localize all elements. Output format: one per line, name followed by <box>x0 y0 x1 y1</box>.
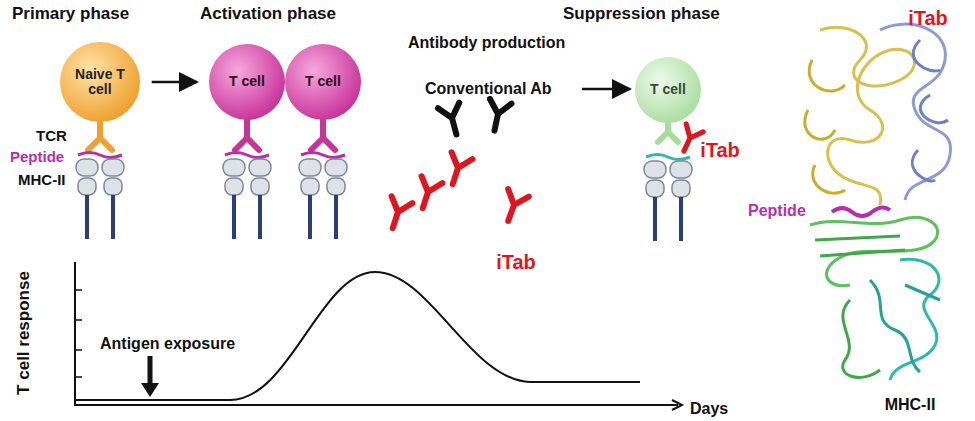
text-label: Antigen exposure <box>100 335 235 353</box>
itab-symbol <box>498 189 529 225</box>
text-label: Conventional Ab <box>425 80 552 98</box>
cell-label: T cell <box>229 74 265 89</box>
mhc-symbol <box>299 159 347 239</box>
text-label: Activation phase <box>200 5 336 24</box>
text-label: iTab <box>496 251 536 273</box>
text-label: Suppression phase <box>563 5 720 24</box>
peptide-line <box>225 153 269 158</box>
itab-symbol <box>412 176 442 211</box>
phase-arrow <box>582 88 630 91</box>
text-label: Peptide <box>748 202 806 220</box>
itab-structure <box>805 24 951 205</box>
text-label: iTab <box>908 7 948 29</box>
mhc-symbol <box>644 161 692 241</box>
itab-symbol <box>675 124 703 155</box>
text-label: Days <box>690 400 728 418</box>
phase-arrow <box>152 81 197 84</box>
tcr-symbol <box>658 122 678 142</box>
text-label: Antibody production <box>408 34 565 52</box>
axis-tick <box>75 290 82 377</box>
mhc-structure <box>810 218 940 380</box>
t-cell-circle: T cell <box>285 44 361 120</box>
tcr-symbol <box>88 118 112 150</box>
cell-label: Naive T cell <box>70 67 130 98</box>
peptide-line <box>301 153 345 158</box>
exposure-arrow <box>148 356 153 385</box>
text-label: MHC-II <box>18 172 66 189</box>
mhc-symbol <box>76 159 124 239</box>
text-label: MHC-II <box>885 396 936 414</box>
peptide-line <box>78 153 122 158</box>
chart-axis <box>75 262 678 405</box>
antibody-symbol <box>484 99 512 133</box>
peptide-line <box>646 155 690 160</box>
response-curve <box>76 272 640 400</box>
tcr-symbol <box>235 118 259 150</box>
mhc-symbol <box>223 159 271 239</box>
peptide-structure <box>832 207 890 216</box>
text-label: T cell response <box>15 271 34 395</box>
t-cell-circle: T cell <box>635 57 701 123</box>
exposure-arrow <box>141 383 159 397</box>
antibody-symbol <box>438 103 467 138</box>
text-label: Primary phase <box>12 5 129 24</box>
itab-symbol <box>382 196 412 231</box>
text-label: TCR <box>36 128 67 145</box>
text-label: Peptide <box>10 149 64 166</box>
cell-label: T cell <box>305 74 341 89</box>
t-cell-circle: T cell <box>209 44 285 120</box>
text-label: iTab <box>700 139 740 161</box>
itab-symbol <box>442 152 472 187</box>
cell-label: T cell <box>650 82 686 97</box>
axis-arrow <box>672 400 682 410</box>
tcr-symbol <box>311 118 335 150</box>
t-cell-circle: Naive T cell <box>60 42 139 121</box>
